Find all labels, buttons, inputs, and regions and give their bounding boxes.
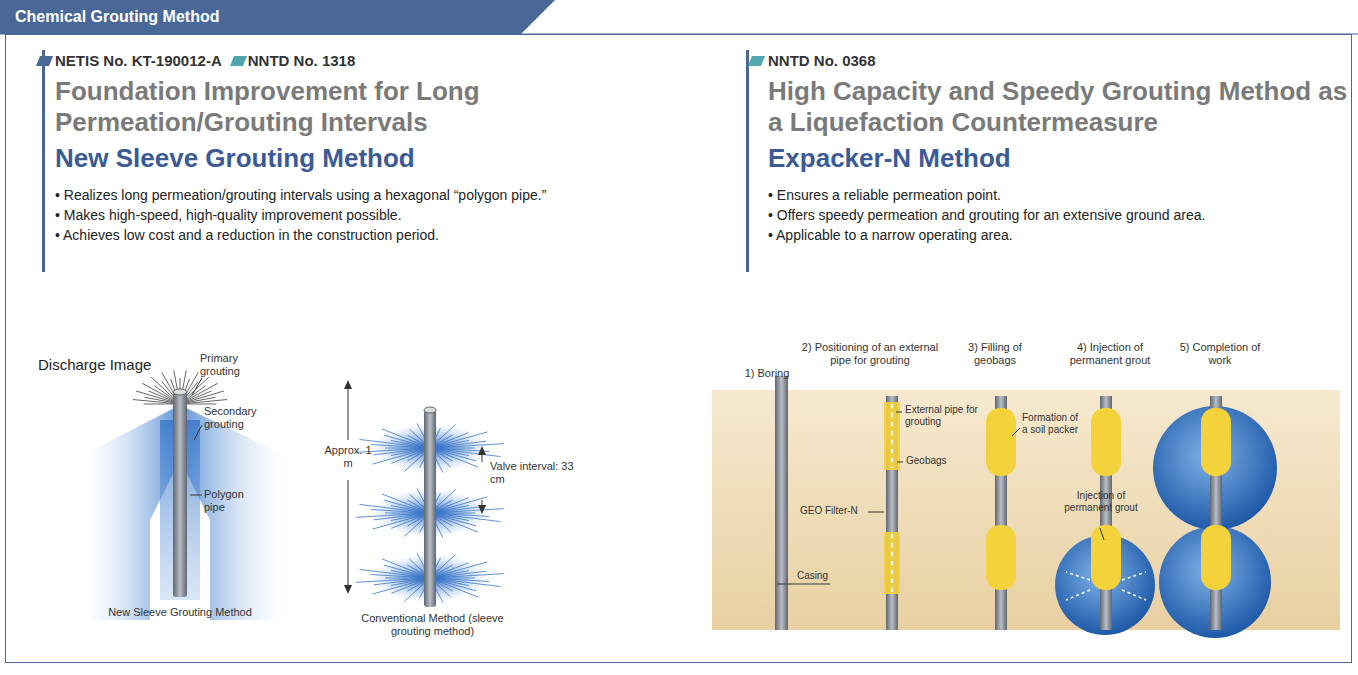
part-label: Formation of a soil packer [1022,412,1086,435]
step-label: 3) Filling of geobags [955,341,1035,366]
bullet-text: • Applicable to a narrow operating area. [768,225,1348,245]
heading-block: NETIS No. KT-190012-A NNTD No. 1318Founda… [55,52,695,246]
step-label: 4) Injection of permanent grout [1055,341,1165,366]
part-label: External pipe for grouting [905,404,983,427]
grout-stroke [382,429,430,448]
reg-number: NNTD No. 0368 [768,52,876,69]
grout-stroke [430,509,504,513]
grout-stroke [356,578,430,582]
bullet-text: • Realizes long permeation/grouting inte… [55,185,695,205]
bullet-text: • Achieves low cost and a reduction in t… [55,225,695,245]
grout-stroke [374,513,430,520]
part-label: Polygon pipe [204,488,264,513]
heading: Foundation Improvement for Long Permeati… [55,76,695,138]
grout-stroke [356,513,430,517]
grout-stroke [430,441,486,448]
method-name: Expacker-N Method [768,142,1348,175]
reg-number: NNTD No. 1318 [248,52,356,69]
step-label: 5) Completion of work [1170,341,1270,366]
heading: High Capacity and Speedy Grouting Method… [768,76,1348,138]
grout-stroke [382,494,430,513]
part-label: Geobags [906,455,976,467]
method-name: New Sleeve Grouting Method [55,142,695,175]
dimension: Valve interval: 33 cm [490,460,580,485]
grout-stroke [430,578,478,597]
grout-stroke [430,513,478,532]
bullet-text: • Makes high-speed, high-quality improve… [55,205,695,225]
grout-stroke [430,506,486,513]
reg-number: NETIS No. KT-190012-A [55,52,222,69]
bullet-text: • Ensures a reliable permeation point. [768,185,1348,205]
grout-stroke [180,400,227,404]
step-label: 2) Positioning of an external pipe for g… [800,341,940,366]
bullet-text: • Offers speedy permeation and grouting … [768,205,1348,225]
part-label: Casing [797,570,847,582]
figure-caption: New Sleeve Grouting Method [85,606,275,619]
header-band: Chemical Grouting Method [0,0,219,34]
grout-stroke [430,444,504,448]
grout-stroke [430,574,504,578]
grout-stroke [382,559,430,578]
heading-block: NNTD No. 0368High Capacity and Speedy Gr… [768,52,1348,246]
part-label: GEO Filter-N [800,505,870,517]
grout-stroke [374,578,430,585]
grout-stroke [430,448,478,467]
dimension: Approx. 1 m [322,444,374,469]
figure-caption: Conventional Method (sleeve grouting met… [350,612,515,637]
part-label: Primary grouting [200,352,270,377]
grout-stroke [374,448,430,455]
figure-caption: Discharge Image [38,356,198,373]
part-label: Secondary grouting [204,405,274,430]
step-label: 1) Boring [732,367,802,380]
part-label: Injection of permanent grout [1058,490,1144,513]
grout-stroke [430,571,486,578]
